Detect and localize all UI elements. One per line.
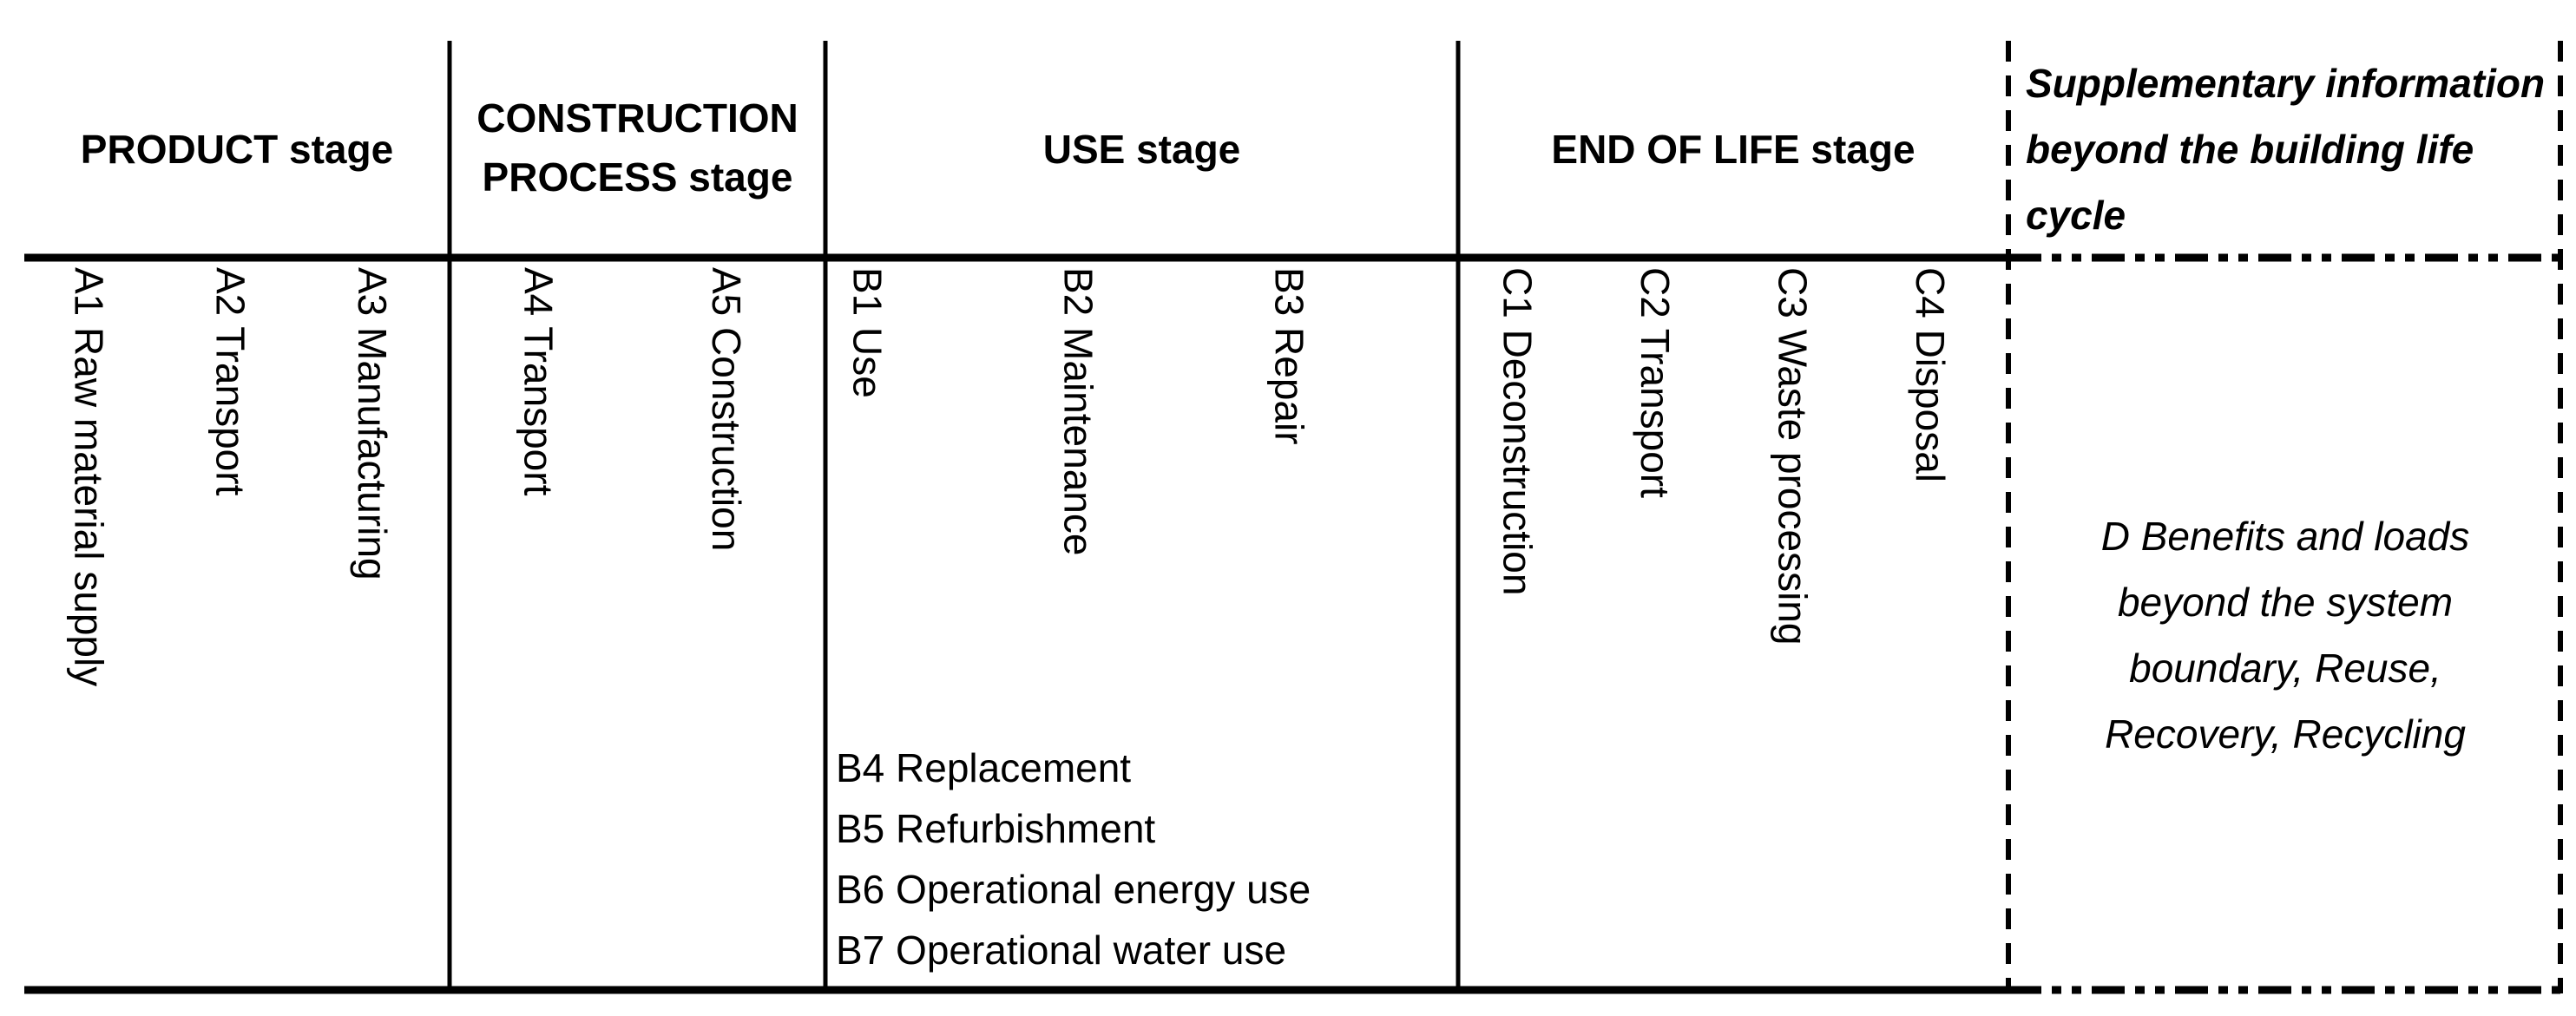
header-use-stage-line: USE stage: [1042, 127, 1241, 172]
module-label-c1: C1 Deconstruction: [1495, 267, 1541, 596]
module-label-c2: C2 Transport: [1632, 267, 1678, 498]
module-label-b6: B6 Operational energy use: [836, 867, 1311, 912]
module-d-line-2: beyond the system: [2117, 580, 2454, 625]
header-construction-line-1: CONSTRUCTION: [476, 95, 798, 141]
supplementary-header-line-2: information beyond the: [2026, 61, 2546, 172]
module-d-line-3: boundary, Reuse,: [2129, 646, 2441, 691]
module-cell-a2: A2 Transport: [166, 264, 307, 989]
module-label-b5: B5 Refurbishment: [836, 806, 1156, 851]
module-cell-a3: A3 Manufacturing: [308, 264, 450, 989]
module-label-b1: B1 Use: [844, 267, 890, 398]
supplementary-module-d: D Benefits and loads beyond the system b…: [2008, 503, 2562, 767]
module-cell-a5: A5 Construction: [638, 264, 826, 989]
module-cell-c3: C3 Waste processing: [1733, 264, 1871, 989]
module-label-b3: B3 Repair: [1266, 267, 1312, 445]
construction-stage-modules: A4 Transport A5 Construction: [450, 264, 825, 989]
header-end-of-life-line: END OF LIFE stage: [1551, 127, 1916, 172]
module-cell-b3: B3 Repair: [1247, 264, 1458, 989]
supplementary-header-line-3: building life cycle: [2026, 127, 2474, 238]
module-cell-a1: A1 Raw material supply: [24, 264, 166, 989]
supplementary-header-line-1: Supplementary: [2026, 61, 2315, 106]
use-stage-extra-modules: B4 Replacement B5 Refurbishment B6 Opera…: [836, 737, 1443, 980]
header-end-of-life-stage: END OF LIFE stage: [1458, 127, 2008, 172]
end-of-life-stage-modules: C1 Deconstruction C2 Transport C3 Waste …: [1458, 264, 2008, 989]
module-cell-b2: B2 Maintenance: [1036, 264, 1247, 989]
module-d-line-4: Recovery, Recycling: [2105, 711, 2466, 757]
module-d-line-1: D Benefits and loads: [2100, 514, 2470, 559]
module-label-b2: B2 Maintenance: [1055, 267, 1101, 556]
module-cell-c2: C2 Transport: [1596, 264, 1734, 989]
module-label-c3: C3 Waste processing: [1770, 267, 1816, 646]
module-label-c4: C4 Disposal: [1907, 267, 1953, 482]
use-stage-modules: B1 Use B2 Maintenance B3 Repair: [825, 264, 1458, 989]
module-label-a4: A4 Transport: [516, 267, 562, 496]
header-construction-line-2: PROCESS stage: [482, 154, 793, 200]
module-label-a1: A1 Raw material supply: [66, 267, 112, 687]
header-construction-process-stage: CONSTRUCTION PROCESS stage: [450, 88, 825, 206]
header-supplementary-information: Supplementary information beyond the bui…: [2008, 50, 2560, 248]
header-use-stage: USE stage: [825, 127, 1458, 172]
module-label-a5: A5 Construction: [703, 267, 749, 552]
product-stage-modules: A1 Raw material supply A2 Transport A3 M…: [24, 264, 450, 989]
module-label-a2: A2 Transport: [207, 267, 253, 496]
module-label-b4: B4 Replacement: [836, 745, 1132, 790]
header-product-stage-line: PRODUCT stage: [80, 127, 394, 172]
module-cell-c4: C4 Disposal: [1871, 264, 2009, 989]
module-cell-b1: B1 Use: [825, 264, 1036, 989]
module-cell-a4: A4 Transport: [450, 264, 638, 989]
module-cell-c1: C1 Deconstruction: [1458, 264, 1596, 989]
header-product-stage: PRODUCT stage: [24, 127, 450, 172]
module-label-a3: A3 Manufacturing: [349, 267, 395, 580]
module-label-b7: B7 Operational water use: [836, 928, 1287, 973]
